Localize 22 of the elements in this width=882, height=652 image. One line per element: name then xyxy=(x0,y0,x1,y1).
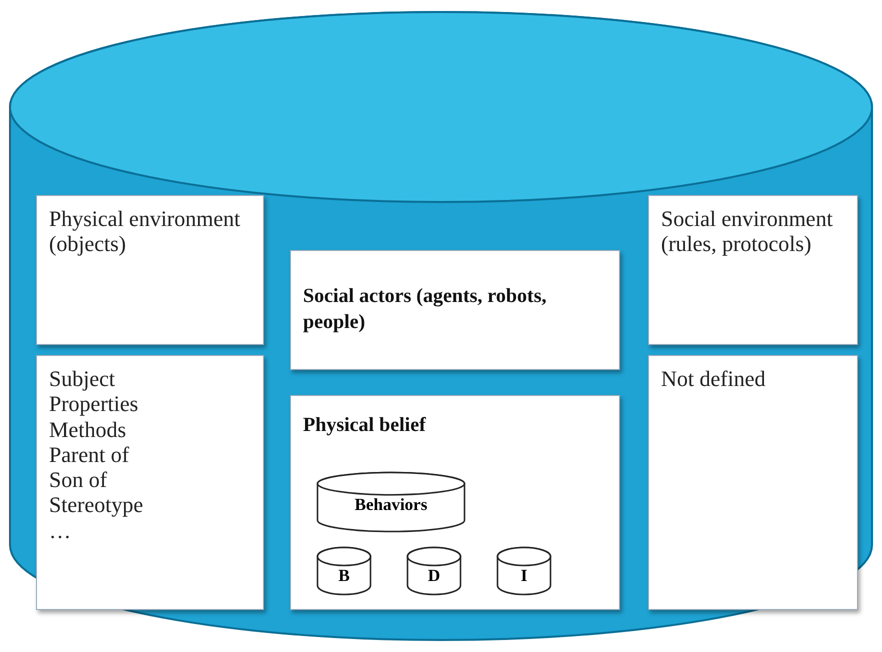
panel-box xyxy=(290,250,620,370)
list-item: Son of xyxy=(49,467,108,492)
panel-heading: Social actors (agents, robots, people) xyxy=(303,284,548,335)
panel-heading: Social environment (rules, protocols) xyxy=(661,206,834,257)
list-item: Parent of xyxy=(49,442,130,468)
list-item: Properties xyxy=(49,391,140,417)
panel-heading: Physical belief xyxy=(303,413,427,438)
panel-box xyxy=(648,355,858,610)
panel-heading: Not defined xyxy=(661,366,766,392)
list-item: Subject xyxy=(49,366,116,392)
cylinder-label: I xyxy=(520,566,528,586)
list-item: Stereotype xyxy=(49,492,144,518)
cylinder-label: B xyxy=(337,566,351,586)
list-item: Methods xyxy=(49,416,127,442)
list-item: … xyxy=(49,518,72,544)
panel-box xyxy=(290,395,620,610)
panel-box xyxy=(648,195,858,345)
panel-heading: Physical environment (objects) xyxy=(49,206,242,257)
cylinder-label: Behaviors xyxy=(354,495,428,516)
panel-box xyxy=(36,355,264,610)
cylinder-label: D xyxy=(426,566,442,586)
panel-box xyxy=(36,195,264,345)
